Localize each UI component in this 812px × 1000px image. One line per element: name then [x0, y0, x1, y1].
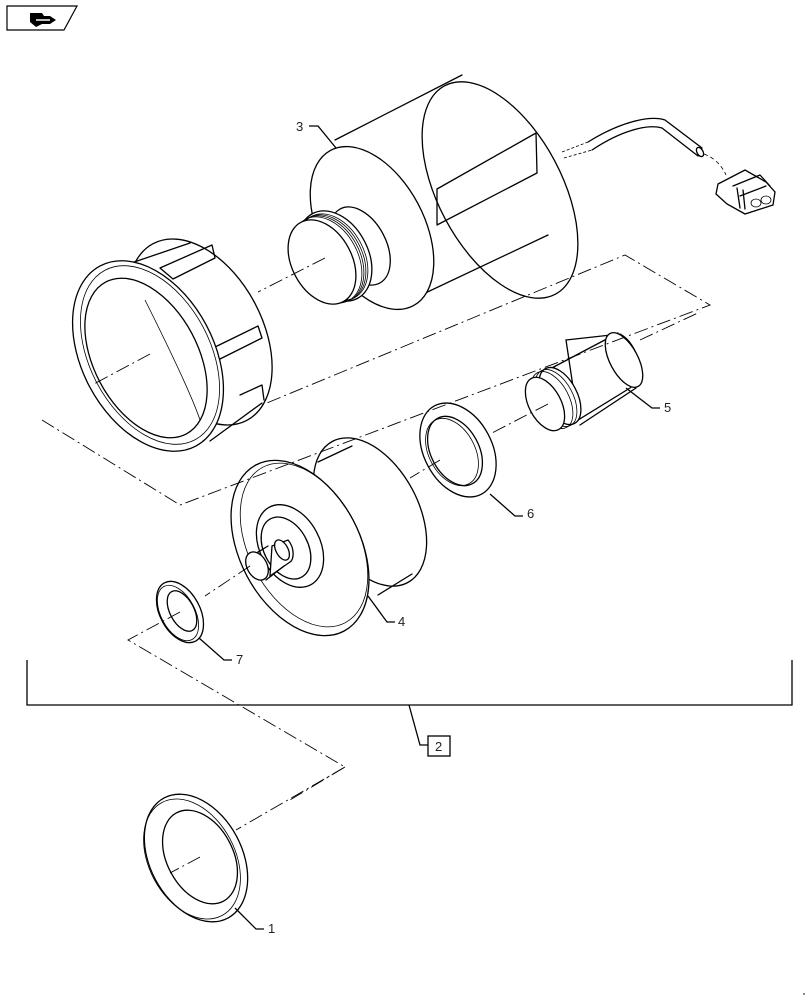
callout-2: 2 [427, 735, 451, 757]
part-5-grooved-plunger[interactable] [517, 327, 650, 437]
svg-text:2: 2 [435, 739, 442, 754]
svg-text:7: 7 [236, 652, 243, 667]
callout-7: 7 [198, 637, 243, 667]
centerlines [41, 254, 712, 874]
svg-text:1: 1 [268, 921, 275, 936]
svg-text:3: 3 [296, 119, 303, 134]
svg-text:4: 4 [398, 614, 405, 629]
callout-2-box [427, 735, 451, 757]
callout-4: 4 [367, 595, 405, 629]
svg-text:5: 5 [664, 400, 671, 415]
part-3-sensor-housing[interactable] [274, 57, 727, 330]
retaining-nut[interactable] [42, 215, 302, 477]
svg-text:6: 6 [527, 506, 534, 521]
assembly-bracket [26, 660, 793, 746]
callout-5: 5 [625, 387, 671, 415]
callout-3: 3 [296, 119, 337, 149]
callout-6: 6 [489, 493, 534, 521]
callout-1: 1 [234, 907, 275, 936]
nav-badge[interactable] [6, 5, 79, 31]
navigation-arrow-icon [30, 13, 56, 27]
part-4-stepped-piston[interactable] [203, 419, 450, 659]
part-6-washer[interactable] [405, 390, 512, 510]
connector-plug[interactable] [715, 169, 776, 215]
speck [803, 993, 805, 995]
part-1-seal-ring[interactable] [123, 776, 268, 939]
